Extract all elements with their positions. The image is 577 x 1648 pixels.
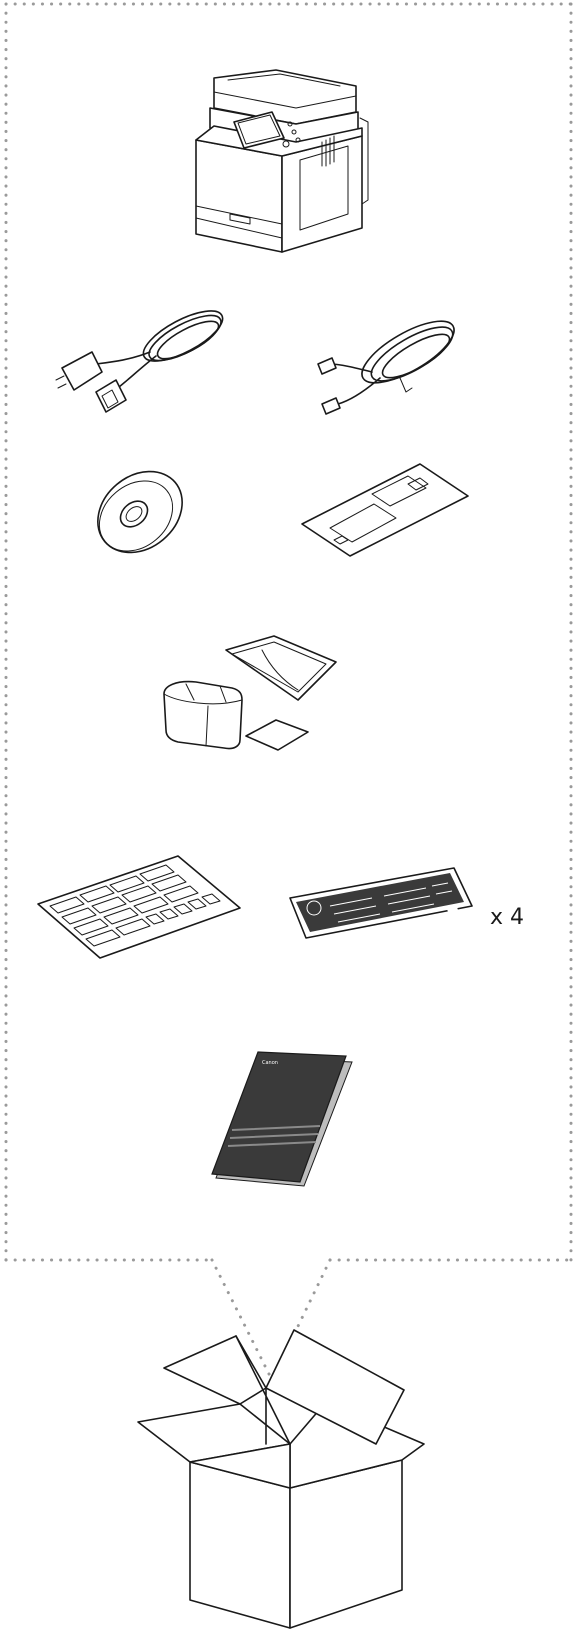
open-box-icon [138,1330,424,1628]
manual-booklet-icon: Canon [212,1052,352,1186]
cd-rom-icon [82,455,199,569]
telephone-cable-icon [318,310,463,414]
panel-cover-icon [302,464,468,556]
quantity-label: x 4 [490,905,524,930]
accessory-parts-icon [164,636,336,750]
power-cord-icon [56,301,229,412]
warning-sticker-icon [290,868,472,938]
label-sheet-icon [38,856,240,958]
manual-brand-logo: Canon [262,1060,278,1066]
printer-icon [196,70,368,252]
